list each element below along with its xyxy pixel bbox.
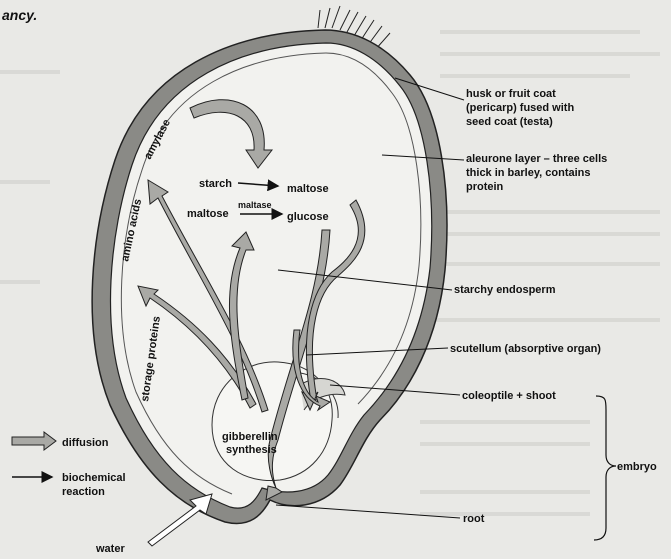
legend-reaction-label: biochemical reaction: [62, 472, 129, 498]
root-callout: root: [463, 513, 485, 525]
husk-callout: husk or fruit coat (pericarp) fused with…: [466, 88, 577, 128]
maltose-product-label: maltose: [287, 183, 329, 195]
legend-diffusion-arrow: [12, 432, 56, 450]
legend-diffusion-label: diffusion: [62, 437, 109, 449]
embryo-bracket: [594, 396, 616, 540]
gibberellin-synthesis-label: synthesis: [226, 444, 277, 456]
gibberellin-label: gibberellin: [222, 431, 278, 443]
maltase-label: maltase: [238, 200, 272, 210]
legend: diffusion biochemical reaction: [12, 432, 129, 498]
maltose-substrate-label: maltose: [187, 208, 229, 220]
page-heading: ancy.: [2, 7, 37, 23]
water-entry-arrow: [148, 494, 212, 546]
starch-label: starch: [199, 178, 232, 190]
coleoptile-callout: coleoptile + shoot: [462, 390, 556, 402]
endosperm-callout: starchy endosperm: [454, 284, 556, 296]
water-label: water: [95, 543, 125, 555]
leader-root: [276, 505, 460, 518]
glucose-label: glucose: [287, 211, 329, 223]
aleurone-callout: aleurone layer – three cells thick in ba…: [466, 153, 610, 193]
scutellum-callout: scutellum (absorptive organ): [450, 343, 601, 355]
embryo-callout: embryo: [617, 461, 657, 473]
